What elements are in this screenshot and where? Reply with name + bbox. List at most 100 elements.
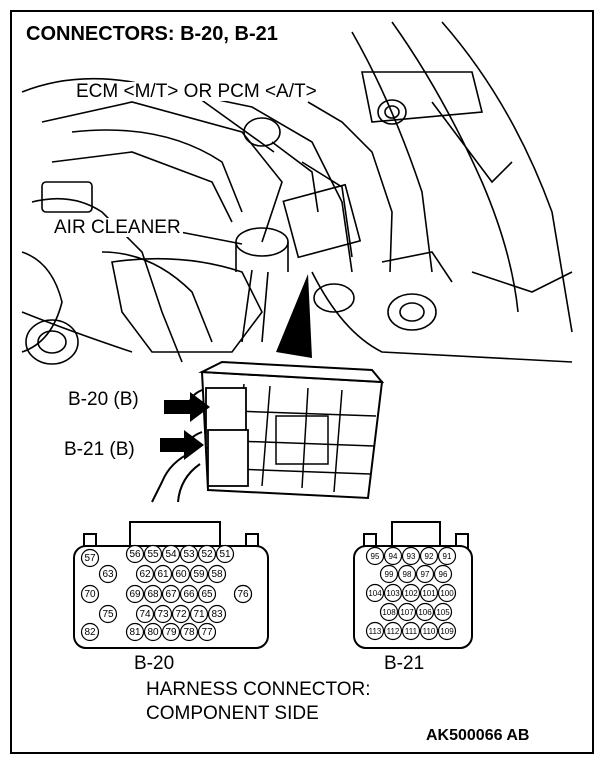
connector-pin-number: 101 bbox=[422, 589, 436, 598]
connector-pin bbox=[401, 583, 421, 603]
connector-pin-number: 99 bbox=[385, 570, 394, 579]
connector-pin bbox=[135, 604, 155, 624]
connector-pin bbox=[415, 564, 435, 584]
connector-pin-number: 75 bbox=[102, 609, 114, 620]
connector-pin-number: 72 bbox=[175, 609, 187, 620]
air-cleaner-label: AIR CLEANER bbox=[52, 217, 183, 238]
connector-pin-number: 78 bbox=[183, 627, 195, 638]
connector-pin bbox=[379, 602, 399, 622]
connector-pin-number: 59 bbox=[193, 569, 205, 580]
connector-pin-number: 98 bbox=[403, 570, 412, 579]
connector-pin-number: 69 bbox=[129, 589, 141, 600]
connector-pin bbox=[189, 604, 209, 624]
connector-pin bbox=[98, 564, 118, 584]
connector-pin bbox=[419, 621, 439, 641]
connector-pin bbox=[419, 546, 439, 566]
connector-pin-number: 56 bbox=[129, 549, 141, 560]
connector-pin bbox=[153, 604, 173, 624]
connector-pin bbox=[125, 622, 145, 642]
connector-pin bbox=[171, 604, 191, 624]
b21-caption: B-21 bbox=[384, 653, 425, 674]
connector-pin-number: 109 bbox=[440, 627, 454, 636]
connector-pin-number: 107 bbox=[400, 608, 414, 617]
connector-pin-number: 63 bbox=[102, 569, 114, 580]
connector-pin bbox=[179, 622, 199, 642]
figure-code: AK500066 AB bbox=[426, 727, 530, 744]
connector-pin bbox=[233, 584, 253, 604]
connector-pin-number: 96 bbox=[439, 570, 448, 579]
connector-pin bbox=[197, 544, 217, 564]
connector-pin-number: 106 bbox=[418, 608, 432, 617]
connector-pin-number: 110 bbox=[423, 627, 436, 636]
connector-pin-number: 53 bbox=[183, 549, 195, 560]
connector-pin-number: 51 bbox=[219, 549, 231, 560]
connector-pin-number: 79 bbox=[165, 627, 177, 638]
connector-pin-number: 83 bbox=[211, 609, 223, 620]
connector-pin bbox=[379, 564, 399, 584]
connector-pin-number: 111 bbox=[405, 627, 418, 636]
connector-pin-number: 70 bbox=[84, 589, 96, 600]
b20-pin-layout: 5756555453525163626160595870696867666564… bbox=[80, 544, 253, 642]
connector-pin bbox=[161, 584, 181, 604]
connector-pin-number: 62 bbox=[139, 569, 151, 580]
connector-pin bbox=[365, 583, 385, 603]
connector-pin bbox=[433, 602, 453, 622]
connector-pin bbox=[189, 564, 209, 584]
connector-pin-number: 113 bbox=[369, 627, 382, 636]
connector-pin bbox=[80, 622, 100, 642]
connector-pin bbox=[383, 621, 403, 641]
connector-pin-number: 108 bbox=[382, 608, 396, 617]
connector-pin-number: 103 bbox=[386, 589, 400, 598]
diagram-frame: 5756555453525163626160595870696867666564… bbox=[10, 10, 594, 754]
connector-pin bbox=[143, 544, 163, 564]
connector-pin bbox=[179, 584, 199, 604]
connector-pin bbox=[401, 546, 421, 566]
connector-pin bbox=[383, 583, 403, 603]
connector-pin-number: 65 bbox=[201, 589, 213, 600]
connector-pin bbox=[207, 564, 227, 584]
connector-pin bbox=[433, 564, 453, 584]
connector-pin bbox=[161, 544, 181, 564]
harness-connector-label: HARNESS CONNECTOR: bbox=[146, 679, 371, 700]
b21-pointer-label: B-21 (B) bbox=[64, 439, 135, 460]
connector-pin-number: 100 bbox=[440, 589, 454, 598]
connector-pin bbox=[80, 548, 100, 568]
connector-pin bbox=[397, 564, 417, 584]
connector-pin-number: 94 bbox=[389, 552, 398, 561]
connector-pin-number: 54 bbox=[165, 549, 177, 560]
connector-pin bbox=[143, 622, 163, 642]
connector-pin bbox=[98, 604, 118, 624]
connector-pin bbox=[207, 604, 227, 624]
connector-pin-number: 105 bbox=[436, 608, 450, 617]
connector-pin-number: 58 bbox=[211, 569, 223, 580]
connector-pin-number: 104 bbox=[368, 589, 382, 598]
connector-pin-number: 60 bbox=[175, 569, 187, 580]
connector-pin bbox=[415, 602, 435, 622]
connector-pin-number: 93 bbox=[407, 552, 416, 561]
connector-pin bbox=[365, 621, 385, 641]
component-side-label: COMPONENT SIDE bbox=[146, 703, 319, 724]
connector-pin-number: 74 bbox=[139, 609, 151, 620]
connector-pin-number: 77 bbox=[201, 627, 213, 638]
ecm-label: ECM <M/T> OR PCM <A/T> bbox=[74, 81, 319, 102]
connector-pin bbox=[143, 584, 163, 604]
connector-pin-number: 82 bbox=[84, 627, 96, 638]
connector-pin bbox=[383, 546, 403, 566]
connector-pin-number: 68 bbox=[147, 589, 159, 600]
connector-pin bbox=[437, 546, 457, 566]
connector-pin-number: 91 bbox=[443, 552, 452, 561]
connector-pin bbox=[171, 564, 191, 584]
connector-pin bbox=[437, 583, 457, 603]
connector-pin-number: 71 bbox=[193, 609, 205, 620]
connector-pin-number: 57 bbox=[84, 553, 96, 564]
b20-pointer-label: B-20 (B) bbox=[68, 389, 139, 410]
connector-pin bbox=[215, 544, 235, 564]
connector-pin-number: 73 bbox=[157, 609, 169, 620]
connector-pin-number: 112 bbox=[387, 627, 400, 636]
connector-pin bbox=[135, 564, 155, 584]
connector-pin bbox=[437, 621, 457, 641]
connector-pin-number: 66 bbox=[183, 589, 195, 600]
connector-pin-number: 81 bbox=[129, 627, 141, 638]
connector-pin-number: 92 bbox=[425, 552, 434, 561]
